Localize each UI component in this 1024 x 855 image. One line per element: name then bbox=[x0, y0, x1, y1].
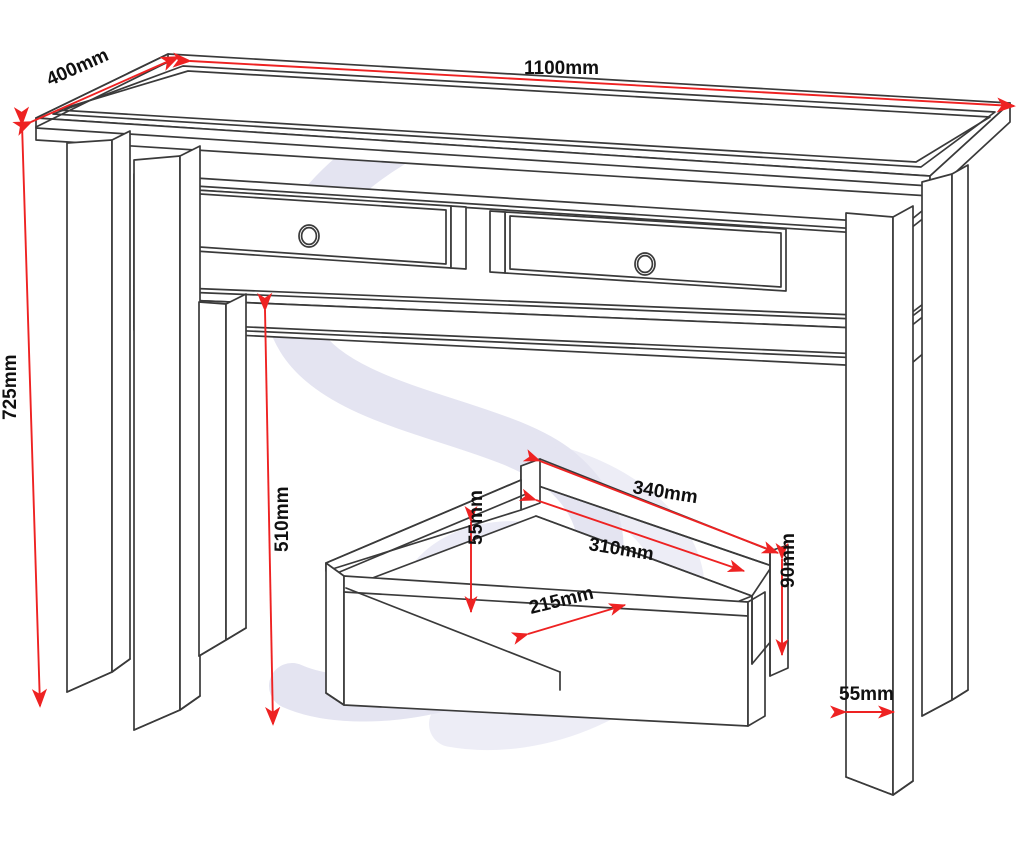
drawer-divider-stile bbox=[450, 205, 506, 274]
drawer-knob-left[interactable] bbox=[298, 224, 320, 248]
dim-label-90mm: 90mm bbox=[778, 533, 799, 588]
leg-inner-left bbox=[198, 293, 247, 657]
dim-line-215mm bbox=[510, 603, 627, 645]
dim-label-400mm: 400mm bbox=[43, 45, 111, 91]
leg-back-left bbox=[66, 130, 131, 693]
leg-front-right bbox=[845, 205, 914, 796]
dim-label-510mm: 510mm bbox=[272, 487, 293, 553]
dim-line-510mm bbox=[257, 292, 281, 726]
dim-line-1100mm bbox=[172, 52, 1016, 113]
drawer-knob-right[interactable] bbox=[634, 252, 656, 276]
dim-line-725mm bbox=[13, 106, 48, 708]
leg-front-left bbox=[133, 145, 201, 731]
drawer-front-right[interactable] bbox=[504, 211, 787, 292]
dim-label-55mm-leg: 55mm bbox=[839, 684, 894, 705]
dimension-arrows-layer bbox=[12, 52, 1016, 726]
dim-label-1100mm: 1100mm bbox=[524, 58, 599, 79]
dim-label-725mm: 725mm bbox=[0, 355, 21, 421]
dim-line-400mm bbox=[12, 56, 180, 136]
dim-line-310mm bbox=[518, 488, 746, 572]
dim-label-55mm-inner: 55mm bbox=[466, 490, 487, 545]
leg-back-right bbox=[921, 164, 969, 717]
